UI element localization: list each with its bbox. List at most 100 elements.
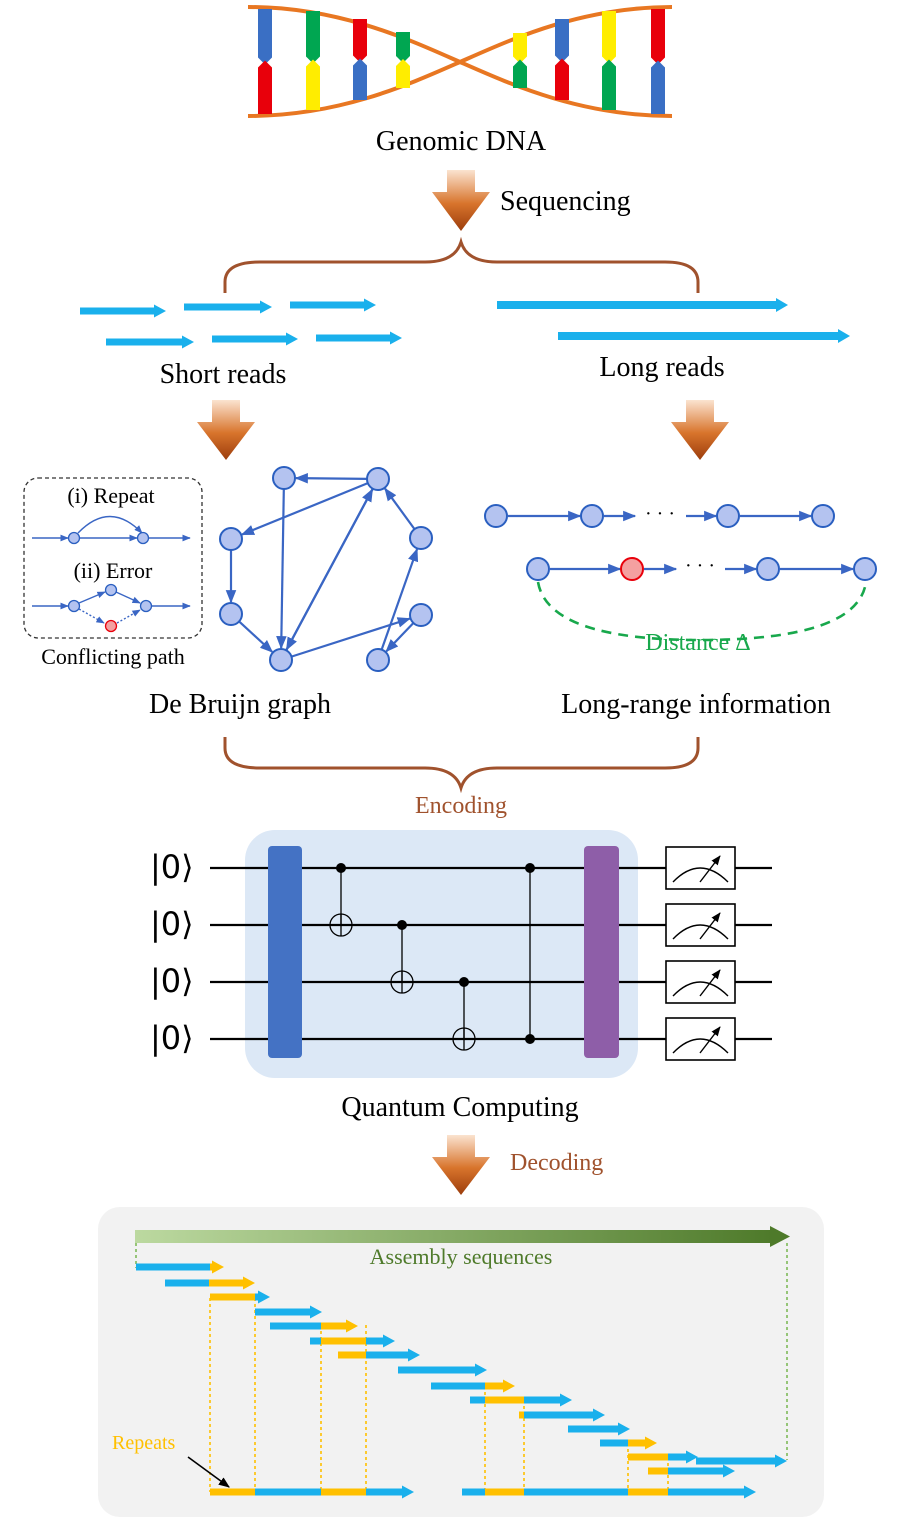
final-segment bbox=[462, 1488, 485, 1496]
base-pair bbox=[258, 9, 272, 65]
decoding-gate bbox=[584, 846, 619, 1058]
meter-arc bbox=[672, 867, 729, 883]
short-reads-group bbox=[80, 298, 402, 349]
graph-node bbox=[104, 583, 118, 597]
read-head bbox=[618, 1422, 630, 1436]
graph-node bbox=[366, 467, 390, 491]
long-range-chains bbox=[484, 504, 877, 581]
graph-edge bbox=[384, 487, 416, 530]
assembly-arrow bbox=[135, 1226, 790, 1247]
read-head bbox=[408, 1348, 420, 1362]
chain-node bbox=[620, 557, 644, 581]
read-segment bbox=[321, 1322, 346, 1330]
base-pair bbox=[513, 33, 527, 64]
final-segment bbox=[366, 1488, 402, 1496]
short-read bbox=[212, 335, 286, 343]
graph-node bbox=[219, 527, 243, 551]
read-head bbox=[475, 1363, 487, 1377]
read-segment bbox=[255, 1293, 258, 1301]
short-read-head bbox=[260, 300, 272, 314]
cnot-control bbox=[336, 863, 346, 873]
chain-node bbox=[526, 557, 550, 581]
read-segment bbox=[270, 1322, 321, 1330]
read-head bbox=[212, 1260, 224, 1274]
read-head bbox=[686, 1450, 698, 1464]
final-segment bbox=[668, 1488, 744, 1496]
short-read bbox=[80, 307, 154, 315]
meter-arc bbox=[672, 924, 729, 940]
graph-edge bbox=[285, 488, 374, 651]
base-pair bbox=[513, 59, 527, 88]
measurement-meters bbox=[665, 846, 736, 1061]
read-head bbox=[383, 1334, 395, 1348]
graph-edge bbox=[115, 591, 141, 604]
assembly-reads bbox=[136, 1260, 787, 1478]
long-read bbox=[558, 332, 838, 340]
base-pair bbox=[555, 58, 569, 100]
short-read-head bbox=[286, 332, 298, 346]
graph-edge bbox=[238, 620, 274, 653]
read-segment bbox=[485, 1382, 503, 1390]
read-segment bbox=[431, 1382, 485, 1390]
graph-node bbox=[67, 531, 81, 545]
cnot-control bbox=[397, 920, 407, 930]
read-segment bbox=[310, 1337, 321, 1345]
repeats-pointer bbox=[187, 1456, 230, 1488]
final-segment bbox=[628, 1488, 668, 1496]
meter-needle bbox=[699, 969, 721, 997]
base-pair bbox=[258, 60, 272, 114]
read-segment bbox=[485, 1396, 524, 1404]
chain-node bbox=[580, 504, 604, 528]
base-pair bbox=[555, 19, 569, 63]
base-pair bbox=[353, 58, 367, 100]
cnot-control bbox=[459, 977, 469, 987]
graph-edge bbox=[380, 548, 419, 650]
distance-arc bbox=[536, 581, 868, 642]
dna-helix-icon bbox=[247, 5, 673, 118]
meter-needle bbox=[699, 1026, 721, 1054]
down-arrow-icon bbox=[432, 170, 490, 231]
base-pair bbox=[306, 11, 320, 64]
graph-node bbox=[139, 599, 153, 613]
read-segment bbox=[209, 1279, 243, 1287]
read-head bbox=[645, 1436, 657, 1450]
base-pair bbox=[396, 59, 410, 88]
long-range-label: Long-range information bbox=[561, 689, 831, 720]
final-segment bbox=[321, 1488, 366, 1496]
chain-node bbox=[853, 557, 877, 581]
encoding-brace bbox=[223, 737, 700, 794]
qubit-kets: |0⟩ |0⟩ |0⟩ |0⟩ bbox=[150, 848, 194, 1057]
circuit-background bbox=[245, 830, 638, 1078]
read-segment bbox=[255, 1308, 310, 1316]
graph-edge bbox=[240, 482, 369, 536]
error-path bbox=[32, 583, 191, 633]
meter-arc bbox=[672, 981, 729, 997]
base-pair bbox=[602, 11, 616, 64]
read-head bbox=[775, 1454, 787, 1468]
graph-edge bbox=[77, 515, 143, 534]
encoding-label: Encoding bbox=[415, 793, 507, 819]
read-segment bbox=[696, 1457, 775, 1465]
qubit-1-state: |0⟩ bbox=[150, 905, 194, 943]
final-segment bbox=[485, 1488, 524, 1496]
cz-control bbox=[525, 1034, 535, 1044]
chain-node bbox=[811, 504, 835, 528]
down-arrow-icon bbox=[671, 400, 729, 460]
read-segment bbox=[470, 1396, 485, 1404]
read-segment bbox=[338, 1351, 366, 1359]
read-segment bbox=[668, 1453, 686, 1461]
read-segment bbox=[321, 1337, 366, 1345]
graph-node bbox=[67, 599, 81, 613]
conflicting-path-inset bbox=[23, 477, 203, 639]
read-segment bbox=[519, 1411, 524, 1419]
final-assembly bbox=[210, 1485, 756, 1499]
qubit-0-state: |0⟩ bbox=[150, 848, 194, 886]
read-segment bbox=[366, 1337, 383, 1345]
read-segment bbox=[210, 1263, 212, 1271]
final-head bbox=[402, 1485, 414, 1499]
read-segment bbox=[668, 1467, 723, 1475]
genomic-dna-label: Genomic DNA bbox=[376, 126, 547, 157]
final-segment bbox=[255, 1488, 321, 1496]
repeat-guides bbox=[209, 1298, 669, 1492]
